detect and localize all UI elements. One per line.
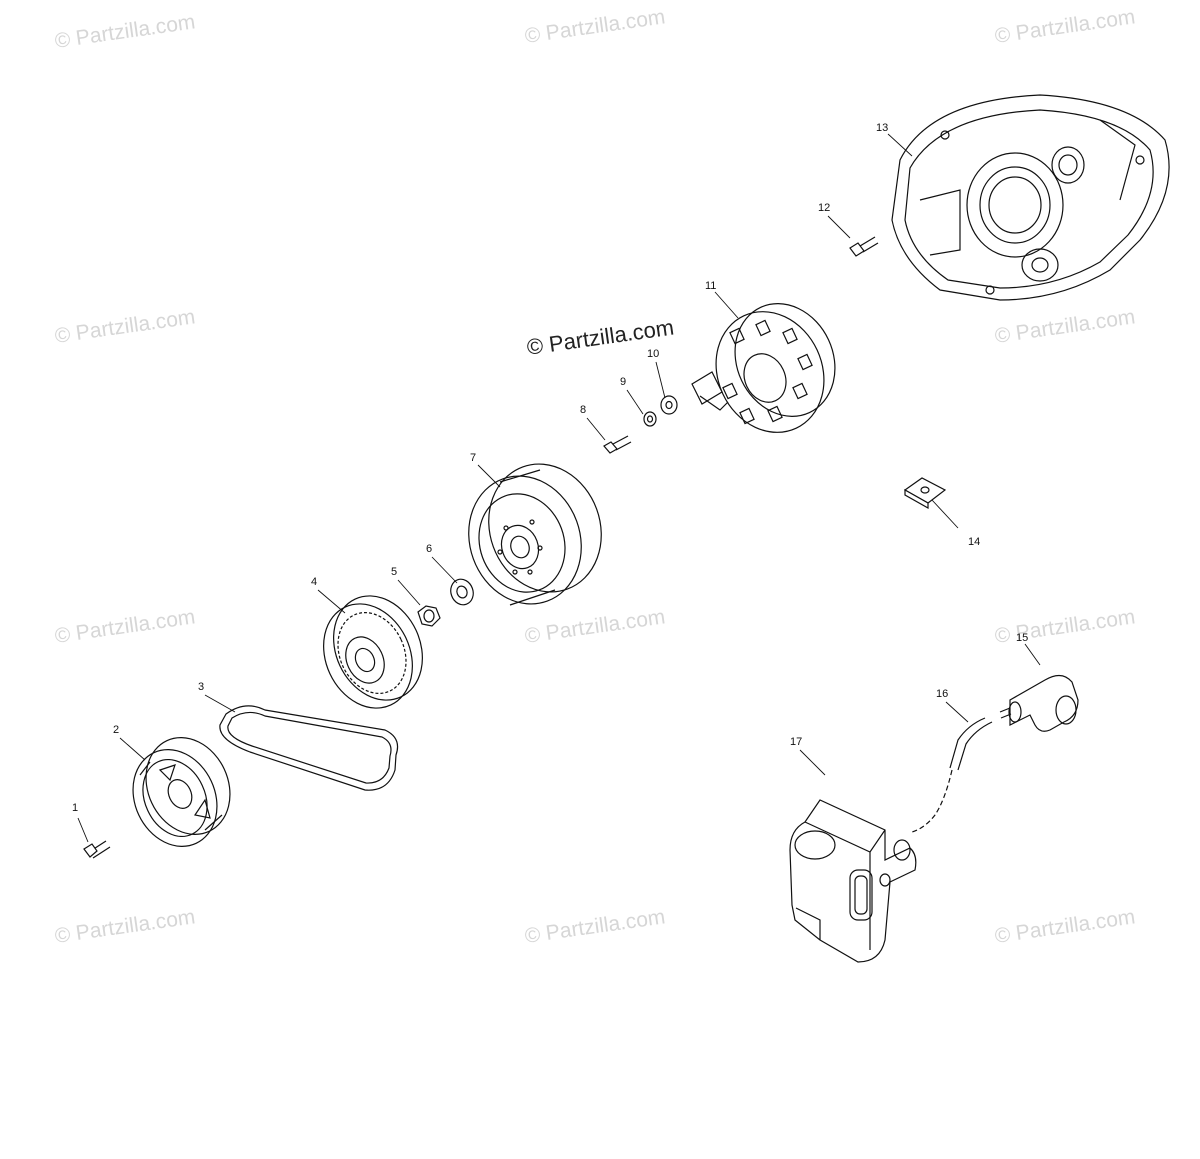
callout-15: 15 (1016, 632, 1029, 644)
callout-6: 6 (426, 543, 433, 555)
part-spark-plug-wire (911, 717, 993, 833)
part-flywheel (468, 463, 602, 606)
part-screw (603, 435, 632, 454)
part-clip (903, 477, 947, 510)
part-spark-plug-cap (999, 674, 1079, 732)
callout-12: 12 (818, 202, 831, 214)
callout-14: 14 (968, 536, 981, 548)
part-ignition-coil (789, 799, 917, 963)
callout-11: 11 (705, 280, 717, 292)
callout-2: 2 (113, 724, 120, 736)
callout-4: 4 (311, 576, 318, 588)
callout-9: 9 (620, 376, 627, 388)
callout-17: 17 (790, 736, 803, 748)
part-starter-cup (132, 737, 231, 847)
part-washer (450, 578, 474, 606)
part-washer-small (660, 395, 678, 415)
callout-8: 8 (580, 404, 587, 416)
part-recoil-housing (891, 94, 1170, 301)
part-nut (417, 605, 441, 627)
part-bolt-1 (83, 840, 111, 859)
callout-3: 3 (198, 681, 205, 693)
leader-lines (77, 133, 1041, 843)
callout-13: 13 (876, 122, 889, 134)
part-stator (691, 303, 836, 433)
part-drive-belt (219, 705, 399, 791)
callout-5: 5 (391, 566, 398, 578)
callout-7: 7 (470, 452, 477, 464)
callout-1: 1 (72, 802, 79, 814)
part-drive-pulley (323, 595, 423, 709)
part-bolt-12 (849, 236, 879, 257)
callout-10: 10 (647, 348, 660, 360)
callout-16: 16 (936, 688, 949, 700)
part-lock-washer (643, 411, 657, 427)
